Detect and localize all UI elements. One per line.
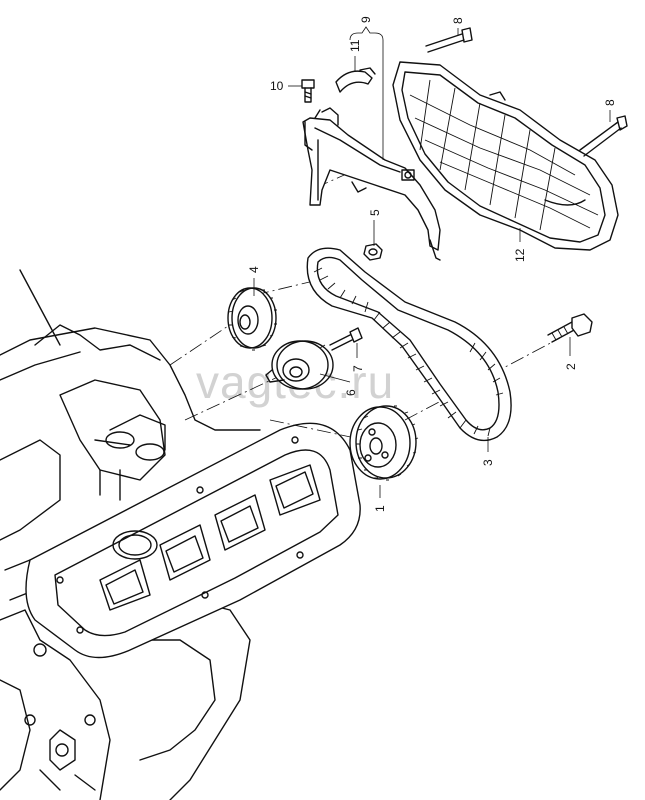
callout-8-top: 8	[451, 17, 465, 24]
camshaft-sprocket-large	[349, 405, 419, 481]
leader-lines	[253, 26, 611, 498]
callout-1: 1	[373, 505, 387, 512]
rear-cover-bracket	[301, 67, 441, 261]
callout-9: 9	[359, 16, 373, 23]
bolt-7	[329, 327, 363, 351]
callout-8-right: 8	[603, 99, 617, 106]
callout-numbers: 1 2 3 4 5 6 7 8 8 9 10 11 12	[247, 16, 617, 512]
bolt-2	[547, 313, 593, 343]
timing-belt	[306, 247, 512, 442]
callout-12: 12	[513, 248, 527, 262]
callout-6: 6	[344, 389, 358, 396]
callout-11: 11	[348, 39, 362, 52]
callout-2: 2	[564, 363, 578, 370]
nut-5	[363, 243, 383, 261]
timing-belt-cover	[392, 27, 628, 251]
camshaft-sprocket-small	[227, 287, 277, 351]
valve-cover	[25, 422, 361, 659]
callout-7: 7	[351, 365, 365, 372]
callout-5: 5	[368, 209, 382, 216]
callout-4: 4	[247, 266, 261, 273]
callout-3: 3	[481, 459, 495, 466]
callout-10: 10	[270, 79, 284, 93]
tensioner-pulley	[265, 340, 334, 390]
